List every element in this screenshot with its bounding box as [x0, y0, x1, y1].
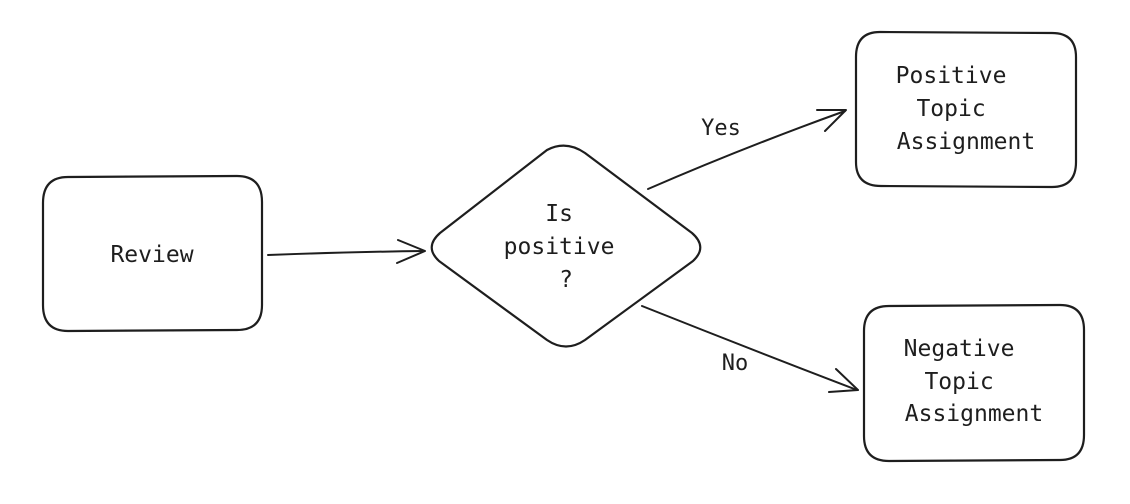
- decision-label-line-2: positive: [504, 234, 615, 260]
- negative-topic-label-line-1: Negative: [904, 336, 1015, 362]
- negative-topic-node: Negative Topic Assignment: [862, 303, 1086, 463]
- svg-text:Is positive ?: Is positive ?: [504, 201, 629, 293]
- yes-label: Yes: [701, 116, 741, 141]
- positive-topic-label-line-1: Positive: [896, 63, 1007, 89]
- arrow-no-head: [828, 368, 859, 393]
- review-node: Review: [41, 174, 264, 333]
- negative-topic-label-line-3: Assignment: [905, 401, 1043, 427]
- arrow-yes-line: [647, 110, 846, 190]
- review-box: [41, 174, 264, 333]
- svg-text:Positive Topic Ass: Positive Topic Assignment: [896, 63, 1036, 155]
- decision-label-line-1: Is: [545, 201, 573, 227]
- arrow-review-to-decision: [267, 239, 426, 264]
- arrow-no-line: [641, 305, 858, 391]
- arrow-yes-head: [816, 109, 847, 132]
- arrow-yes: Yes: [647, 109, 847, 190]
- negative-topic-box: [862, 303, 1086, 463]
- arrow-review-to-decision-line: [267, 250, 425, 256]
- positive-topic-node: Positive Topic Assignment: [854, 30, 1078, 189]
- positive-topic-label-line-3: Assignment: [897, 129, 1035, 155]
- decision-label-line-3: ?: [559, 267, 573, 293]
- svg-text:Negative Topic Ass: Negative Topic Assignment: [904, 336, 1044, 427]
- arrow-no: No: [641, 305, 859, 393]
- negative-topic-label-line-2: Topic: [924, 369, 993, 395]
- svg-text:Review: Review: [110, 242, 193, 268]
- positive-topic-box: [854, 30, 1078, 189]
- review-label: Review: [110, 242, 193, 268]
- arrow-review-to-decision-head: [396, 239, 426, 264]
- no-label: No: [722, 351, 749, 376]
- decision-diamond: [430, 144, 702, 348]
- decision-node: Is positive ?: [430, 144, 702, 348]
- positive-topic-label-line-2: Topic: [916, 96, 985, 122]
